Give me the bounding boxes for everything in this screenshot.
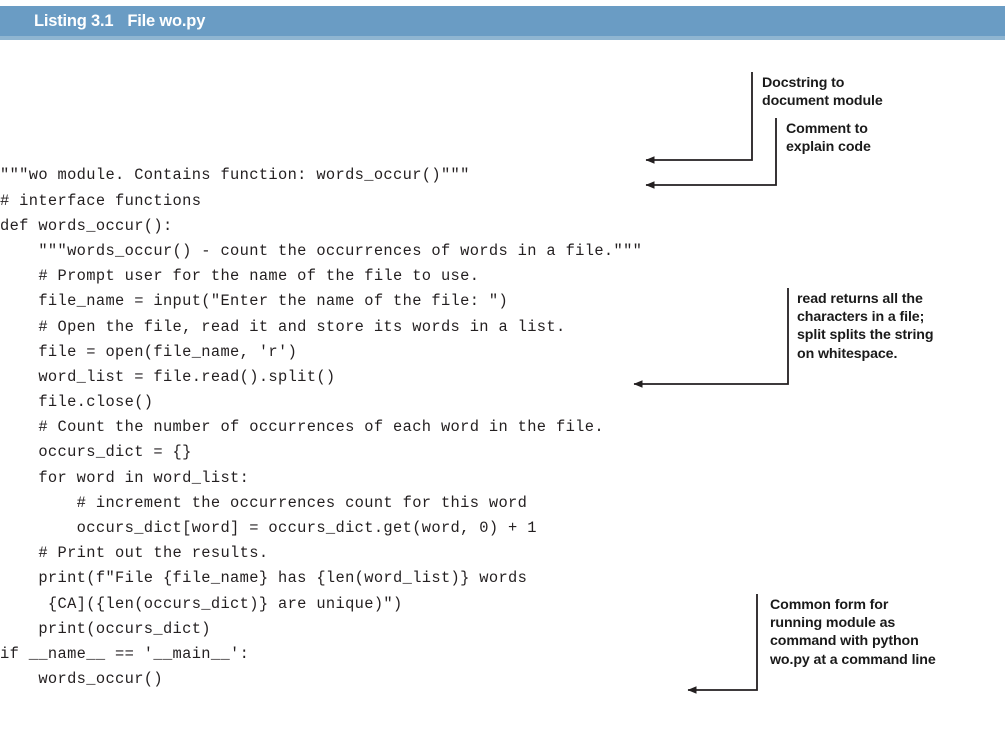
code-line: words_occur() — [0, 670, 163, 689]
code-line: # Count the number of occurrences of eac… — [0, 418, 604, 437]
callout-read-split: read returns all the characters in a fil… — [797, 291, 934, 362]
code-line: # Open the file, read it and store its w… — [0, 317, 566, 336]
code-line: for word in word_list: — [0, 468, 250, 487]
code-line: def words_occur(): — [0, 216, 173, 235]
listing-header-inner: Listing 3.1 File wo.py — [34, 6, 205, 36]
code-line: # interface functions — [0, 191, 202, 210]
leader-docstring — [645, 72, 753, 164]
callout-comment: Comment to explain code — [786, 121, 871, 156]
code-line: if __name__ == '__main__': — [0, 644, 250, 663]
callout-main-guard: Common form for running module as comman… — [770, 597, 936, 668]
code-line: word_list = file.read().split() — [0, 367, 336, 386]
code-line: file = open(file_name, 'r') — [0, 342, 298, 361]
code-line: # Prompt user for the name of the file t… — [0, 267, 480, 286]
code-line: occurs_dict = {} — [0, 443, 192, 462]
code-listing: """wo module. Contains function: words_o… — [0, 163, 700, 692]
code-line: {CA]({len(occurs_dict)} are unique)") — [0, 594, 403, 613]
code-line: """wo module. Contains function: words_o… — [0, 166, 470, 185]
callout-docstring: Docstring to document module — [762, 75, 883, 110]
code-line: # Print out the results. — [0, 544, 269, 563]
code-line: """words_occur() - count the occurrences… — [0, 241, 643, 260]
code-line: # increment the occurrences count for th… — [0, 493, 528, 512]
listing-number-label: Listing 3.1 — [34, 11, 114, 30]
code-line: occurs_dict[word] = occurs_dict.get(word… — [0, 519, 537, 538]
code-line: print(f"File {file_name} has {len(word_l… — [0, 569, 528, 588]
code-line: file.close() — [0, 393, 154, 412]
code-line: file_name = input("Enter the name of the… — [0, 292, 509, 311]
code-line: print(occurs_dict) — [0, 619, 211, 638]
listing-title: File wo.py — [127, 11, 206, 30]
listing-header-bar: Listing 3.1 File wo.py — [0, 6, 1005, 40]
